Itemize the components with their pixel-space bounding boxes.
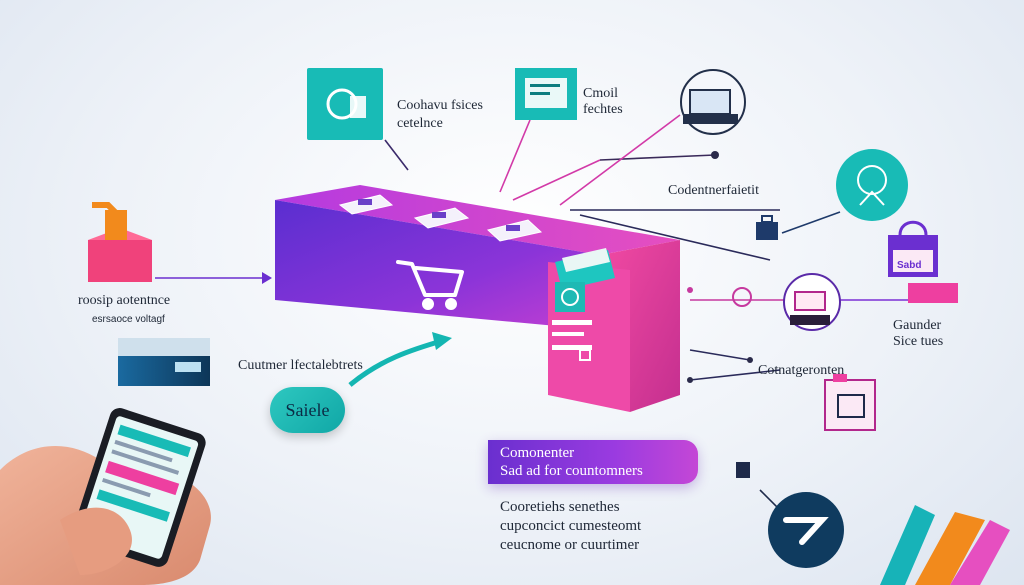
shopping-cart-icon [396, 260, 464, 310]
promo-banner: Comonenter Sad ad for countomners [488, 440, 698, 484]
description-paragraph: Cooretiehs senethes cupconcict cumesteom… [500, 498, 641, 555]
shopping-bag-icon [888, 220, 938, 277]
label-top-center-2: cetelnce [397, 116, 443, 131]
label-customer: Cuutmer lfectalebtrets [238, 358, 363, 373]
ring-node-icon [732, 287, 752, 307]
card-strip-icon [118, 338, 210, 386]
paragraph-line-3: ceucnome or cuurtimer [500, 537, 640, 553]
label-right-side-2: Sice tues [893, 334, 944, 349]
paragraph-line-2: cupconcict cumesteomt [500, 518, 642, 534]
side-ticket-icon [552, 248, 615, 361]
price-tag-icon [908, 283, 958, 303]
main-box-3d [275, 185, 680, 412]
connector-lines [155, 114, 940, 511]
phone-in-hand [0, 408, 211, 585]
decorative-stripes [880, 505, 1010, 585]
label-right-mid: Codentnerfaietit [668, 183, 759, 198]
briefcase-icon [756, 215, 778, 240]
label-top-right-2: fechtes [583, 102, 623, 117]
label-lower-right: Cotnatgeronten [758, 363, 845, 378]
paragraph-line-1: Cooretiehs senethes [500, 499, 620, 515]
label-left-2: esrsaoce voltagf [92, 314, 165, 325]
label-right-side-1: Gaunder [893, 318, 942, 333]
banner-line-1: Comonenter [500, 445, 575, 461]
bag-tag-label: Sabd [897, 260, 922, 271]
teal-swoosh [348, 337, 446, 387]
label-left-1: roosip aotentnce [78, 293, 171, 308]
receipt-icon [824, 374, 876, 431]
laptop-icon [680, 69, 746, 135]
banner-line-2: Sad ad for countomners [500, 463, 643, 479]
email-tile-icon [515, 68, 577, 120]
growth-circle-icon [836, 149, 908, 221]
gift-box-icon [88, 202, 152, 282]
label-top-right-1: Cmoil [583, 86, 619, 101]
arrow-circle-icon [768, 492, 844, 568]
sales-pill: Saiele [270, 387, 345, 433]
support-tile-icon [307, 68, 383, 140]
label-top-center-1: Coohavu fsices [397, 98, 483, 113]
chat-node-icon [736, 462, 750, 478]
customer-circle-icon [783, 273, 841, 331]
